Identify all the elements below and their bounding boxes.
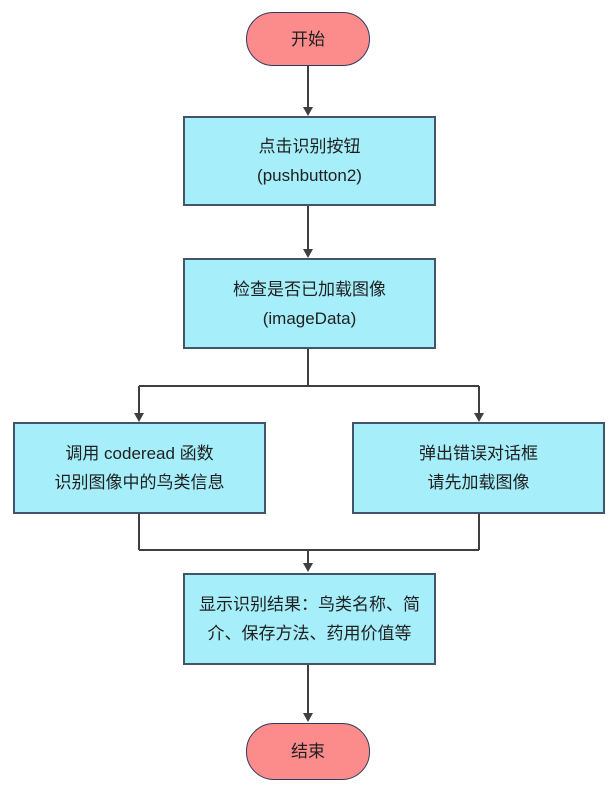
flow-node-start: 开始 <box>246 12 370 66</box>
flow-node-show-result: 显示识别结果：鸟类名称、简 介、保存方法、药用价值等 <box>183 573 436 665</box>
flow-node-error-dialog-line1: 弹出错误对话框 <box>419 444 538 463</box>
flow-node-error-dialog: 弹出错误对话框 请先加载图像 <box>352 422 605 514</box>
flow-node-show-result-line2: 介、保存方法、药用价值等 <box>207 624 412 643</box>
flow-node-click-button: 点击识别按钮 (pushbutton2) <box>183 116 436 206</box>
flow-node-error-dialog-line2: 请先加载图像 <box>427 473 530 492</box>
flow-node-call-coderead-line2: 识别图像中的鸟类信息 <box>54 473 225 492</box>
flow-node-end: 结束 <box>246 723 370 780</box>
flow-node-show-result-line1: 显示识别结果：鸟类名称、简 <box>199 595 420 614</box>
flow-node-call-coderead: 调用 coderead 函数 识别图像中的鸟类信息 <box>13 422 266 514</box>
flow-node-start-label: 开始 <box>291 29 325 49</box>
edge-branch-merge <box>138 514 480 563</box>
flow-node-end-label: 结束 <box>291 742 325 761</box>
edge-check-branch-split <box>138 349 480 413</box>
flow-node-check-image-line1: 检查是否已加载图像 <box>233 279 386 299</box>
arrowhead-check-to-call <box>134 413 144 422</box>
flow-node-click-button-line1: 点击识别按钮 <box>258 137 361 156</box>
arrowhead-merge-to-result <box>303 563 313 572</box>
flow-node-check-image: 检查是否已加载图像 (imageData) <box>183 258 436 349</box>
flow-node-call-coderead-line1: 调用 coderead 函数 <box>65 444 214 463</box>
arrowhead-click-to-check <box>303 249 313 258</box>
flow-node-click-button-line2: (pushbutton2) <box>257 166 362 185</box>
arrowhead-check-to-error <box>474 413 484 422</box>
flow-node-check-image-line2: (imageData) <box>262 308 357 328</box>
arrowhead-start-to-click <box>303 107 313 116</box>
arrowhead-result-to-end <box>303 713 313 722</box>
